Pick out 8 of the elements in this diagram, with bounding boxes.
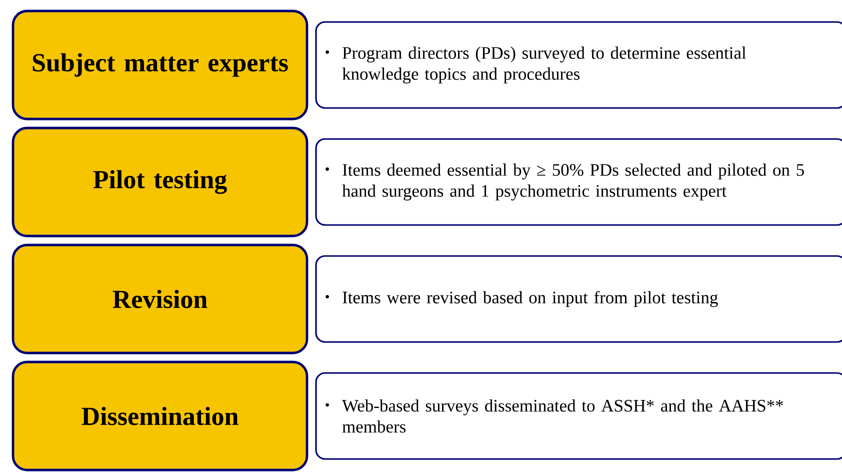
step-box: Pilot testing: [12, 126, 308, 238]
description-box: Web-based surveys disseminated to ASSH* and the AAHS** members: [315, 372, 842, 460]
step-box: Dissemination: [12, 360, 308, 472]
description-box: Items were revised based on input from pilot testing: [315, 255, 842, 343]
description-box: Program directors (PDs) surveyed to determine essential knowledge topics and procedures: [315, 21, 842, 109]
step-box: Revision: [12, 244, 308, 354]
step-box: Subject matter experts: [12, 10, 308, 120]
description-box: Items deemed essential by ≥ 50% PDs selected and piloted on 5 hand surgeons and 1 psychometric instruments expert: [315, 138, 842, 226]
